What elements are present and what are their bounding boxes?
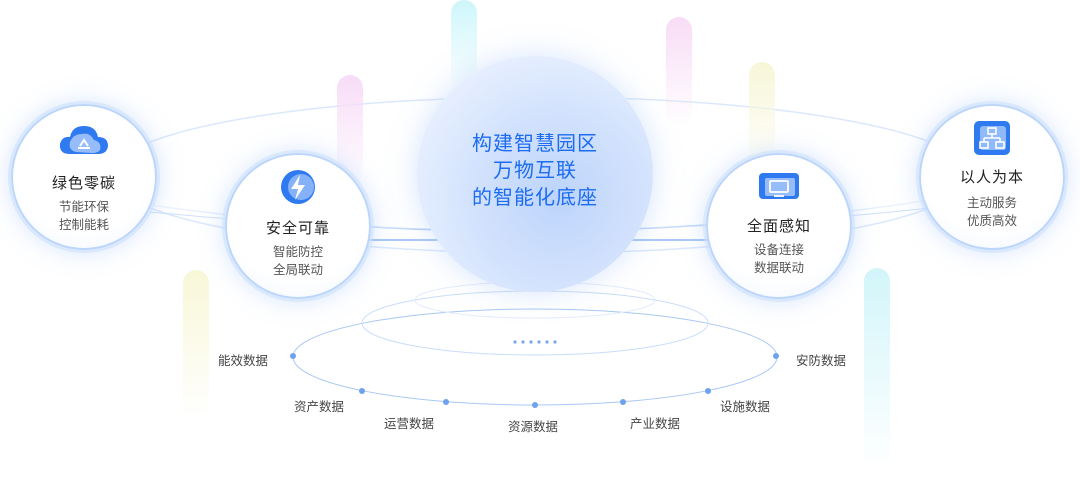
org-chart-icon bbox=[970, 118, 1014, 162]
ring-dot bbox=[773, 353, 779, 359]
center-sphere bbox=[417, 56, 653, 292]
lightning-shield-icon bbox=[274, 167, 322, 211]
center-title: 构建智慧园区 万物互联 的智能化底座 bbox=[417, 130, 653, 211]
feature-desc-line: 控制能耗 bbox=[58, 217, 109, 232]
feature-desc-line: 智能防控 bbox=[272, 244, 323, 259]
ring-dot bbox=[620, 399, 626, 405]
feature-safe-reliable: 安全可靠 智能防控 全局联动 bbox=[225, 153, 371, 299]
ring-dot bbox=[290, 353, 296, 359]
feature-title: 绿色零碳 bbox=[51, 174, 116, 192]
feature-desc-line: 全局联动 bbox=[272, 262, 323, 277]
data-label-asset: 资产数据 bbox=[294, 399, 345, 414]
center-line-2: 万物互联 bbox=[493, 158, 577, 182]
recycle-cloud-icon bbox=[56, 120, 112, 164]
feature-people-oriented: 以人为本 主动服务 优质高效 bbox=[919, 104, 1065, 250]
dots-indicator bbox=[513, 340, 557, 344]
data-label-energy: 能效数据 bbox=[218, 353, 269, 368]
glow-bar-pink-right bbox=[666, 17, 692, 127]
feature-green-carbon: 绿色零碳 节能环保 控制能耗 bbox=[11, 104, 157, 250]
monitor-icon bbox=[755, 169, 803, 209]
ring-dot bbox=[705, 388, 711, 394]
ring-dot bbox=[532, 402, 538, 408]
data-label-operation: 运营数据 bbox=[384, 416, 435, 431]
feature-title: 全面感知 bbox=[746, 217, 811, 235]
feature-desc: 智能防控 全局联动 bbox=[227, 243, 369, 279]
feature-full-perception: 全面感知 设备连接 数据联动 bbox=[706, 153, 852, 299]
feature-desc: 主动服务 优质高效 bbox=[921, 194, 1063, 230]
feature-desc-line: 主动服务 bbox=[966, 195, 1017, 210]
feature-desc: 设备连接 数据联动 bbox=[708, 241, 850, 277]
feature-desc-line: 优质高效 bbox=[966, 213, 1017, 228]
feature-desc-line: 节能环保 bbox=[58, 199, 109, 214]
data-label-resource: 资源数据 bbox=[508, 419, 559, 434]
feature-title: 安全可靠 bbox=[265, 219, 330, 237]
ring-dot bbox=[359, 388, 365, 394]
data-label-security: 安防数据 bbox=[796, 353, 847, 368]
center-line-3: 的智能化底座 bbox=[472, 185, 598, 209]
feature-title: 以人为本 bbox=[959, 168, 1024, 186]
glow-bar-cyan-right bbox=[864, 268, 890, 468]
feature-desc-line: 设备连接 bbox=[753, 242, 804, 257]
feature-desc-line: 数据联动 bbox=[753, 260, 804, 275]
glow-bar-yellow-left bbox=[183, 270, 209, 420]
feature-desc: 节能环保 控制能耗 bbox=[13, 198, 155, 234]
data-label-facility: 设施数据 bbox=[720, 399, 771, 414]
center-line-1: 构建智慧园区 bbox=[472, 131, 598, 155]
ring-dot bbox=[443, 399, 449, 405]
data-label-industry: 产业数据 bbox=[630, 416, 681, 431]
